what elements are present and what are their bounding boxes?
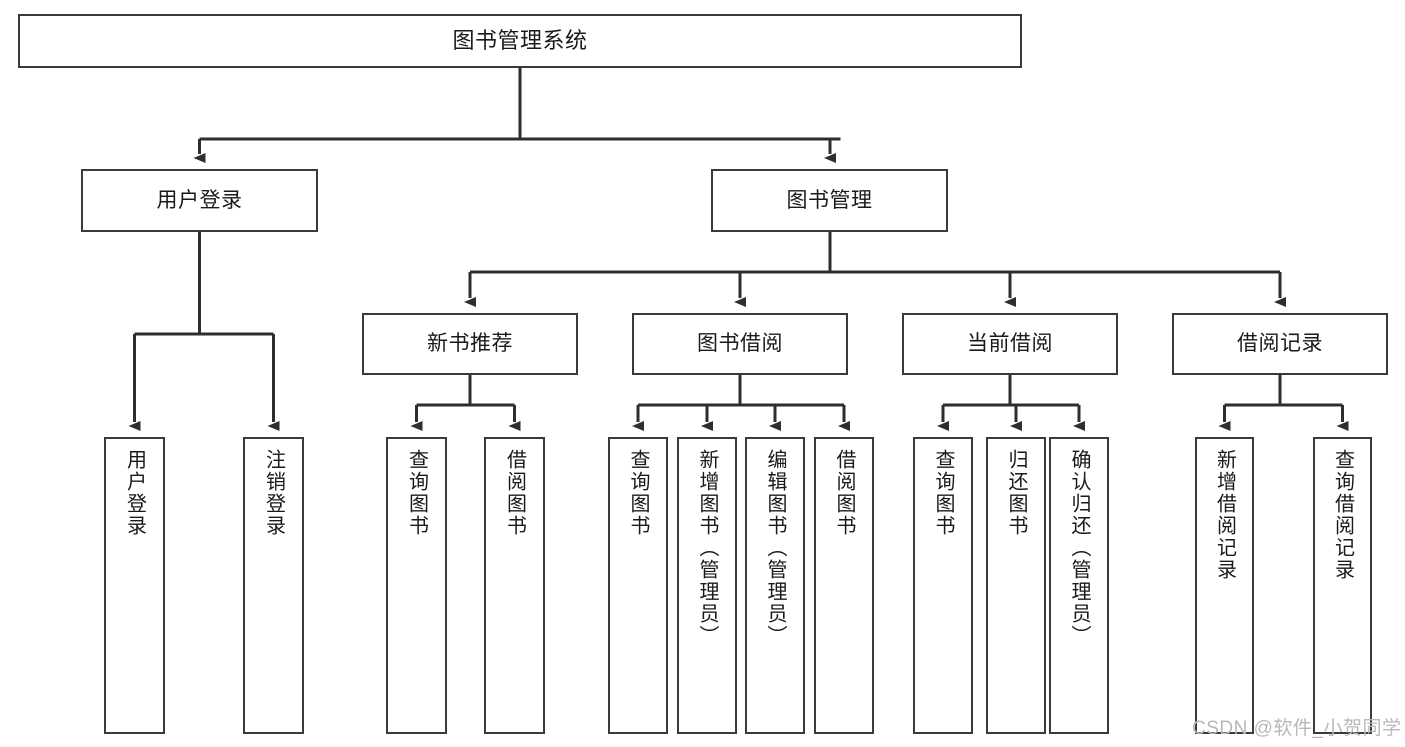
- node-book-manage[interactable]: 图书管理: [711, 169, 948, 232]
- node-borrow-record[interactable]: 借阅记录: [1172, 313, 1388, 375]
- node-leaf-add-borrow-record[interactable]: 新增借阅记录: [1195, 437, 1254, 734]
- node-leaf-query-book-borrow[interactable]: 查询图书: [608, 437, 668, 734]
- node-user-login[interactable]: 用户登录: [81, 169, 318, 232]
- node-leaf-add-borrow-record-label: 新增借阅记录: [1213, 449, 1236, 581]
- node-new-book-recommend[interactable]: 新书推荐: [362, 313, 578, 375]
- node-root[interactable]: 图书管理系统: [18, 14, 1022, 68]
- node-leaf-return-book[interactable]: 归还图书: [986, 437, 1046, 734]
- node-current-borrow[interactable]: 当前借阅: [902, 313, 1118, 375]
- node-leaf-borrow-book-rec[interactable]: 借阅图书: [484, 437, 545, 734]
- node-leaf-confirm-return-admin[interactable]: 确认归还（管理员）: [1049, 437, 1109, 734]
- node-leaf-query-book-borrow-label: 查询图书: [627, 449, 649, 537]
- node-book-manage-label: 图书管理: [786, 188, 873, 212]
- node-book-borrow-label: 图书借阅: [697, 332, 783, 356]
- node-book-borrow[interactable]: 图书借阅: [632, 313, 848, 375]
- node-leaf-add-book-admin-label: 新增图书（管理员）: [696, 449, 718, 647]
- node-new-book-recommend-label: 新书推荐: [427, 332, 513, 356]
- node-leaf-edit-book-admin[interactable]: 编辑图书（管理员）: [745, 437, 805, 734]
- node-leaf-user-logout-label: 注销登录: [262, 449, 285, 537]
- node-leaf-edit-book-admin-label: 编辑图书（管理员）: [764, 449, 786, 647]
- node-leaf-user-login-label: 用户登录: [123, 449, 146, 537]
- node-leaf-return-book-label: 归还图书: [1005, 449, 1027, 537]
- node-user-login-label: 用户登录: [156, 188, 243, 212]
- node-leaf-query-borrow-record[interactable]: 查询借阅记录: [1313, 437, 1372, 734]
- node-leaf-query-book-current[interactable]: 查询图书: [913, 437, 973, 734]
- node-root-label: 图书管理系统: [452, 27, 588, 53]
- node-leaf-query-book-rec[interactable]: 查询图书: [386, 437, 447, 734]
- node-leaf-query-borrow-record-label: 查询借阅记录: [1331, 449, 1354, 581]
- node-leaf-borrow-book[interactable]: 借阅图书: [814, 437, 874, 734]
- node-leaf-confirm-return-admin-label: 确认归还（管理员）: [1068, 449, 1090, 647]
- node-current-borrow-label: 当前借阅: [967, 332, 1053, 356]
- node-leaf-user-logout[interactable]: 注销登录: [243, 437, 304, 734]
- node-leaf-query-book-current-label: 查询图书: [932, 449, 954, 537]
- node-leaf-borrow-book-label: 借阅图书: [833, 449, 855, 537]
- node-leaf-add-book-admin[interactable]: 新增图书（管理员）: [677, 437, 737, 734]
- node-leaf-borrow-book-rec-label: 借阅图书: [503, 449, 526, 537]
- csdn-watermark: CSDN @软件_小贺同学: [1192, 718, 1402, 739]
- node-leaf-user-login[interactable]: 用户登录: [104, 437, 165, 734]
- node-borrow-record-label: 借阅记录: [1237, 332, 1323, 356]
- node-leaf-query-book-rec-label: 查询图书: [405, 449, 428, 537]
